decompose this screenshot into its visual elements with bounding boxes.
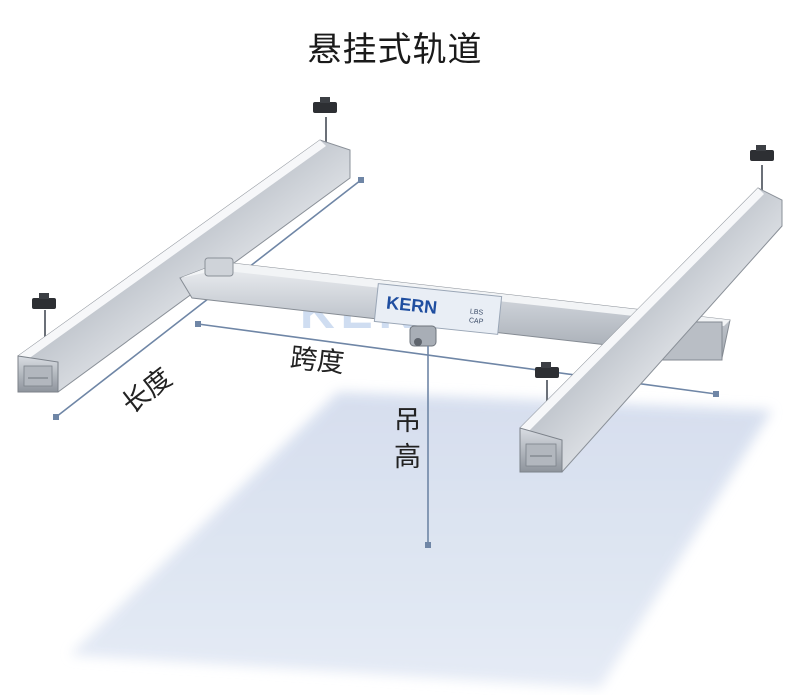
hook-height-label-2: 高 — [394, 442, 421, 473]
length-label: 长度 — [117, 362, 179, 420]
trolley — [409, 325, 437, 347]
right-rail — [519, 145, 783, 473]
logo-line1-text: LBS — [470, 308, 484, 316]
page-title: 悬挂式轨道 — [307, 30, 483, 70]
floor-area — [70, 392, 772, 688]
hook-height-label-1: 吊 — [394, 406, 421, 437]
hook-height-dimension — [425, 346, 431, 548]
span-label: 跨度 — [289, 343, 346, 379]
logo-line2-text: CAP — [469, 317, 484, 326]
left-rail — [17, 97, 351, 393]
brand-logo: KERN LBS CAP — [373, 283, 503, 335]
